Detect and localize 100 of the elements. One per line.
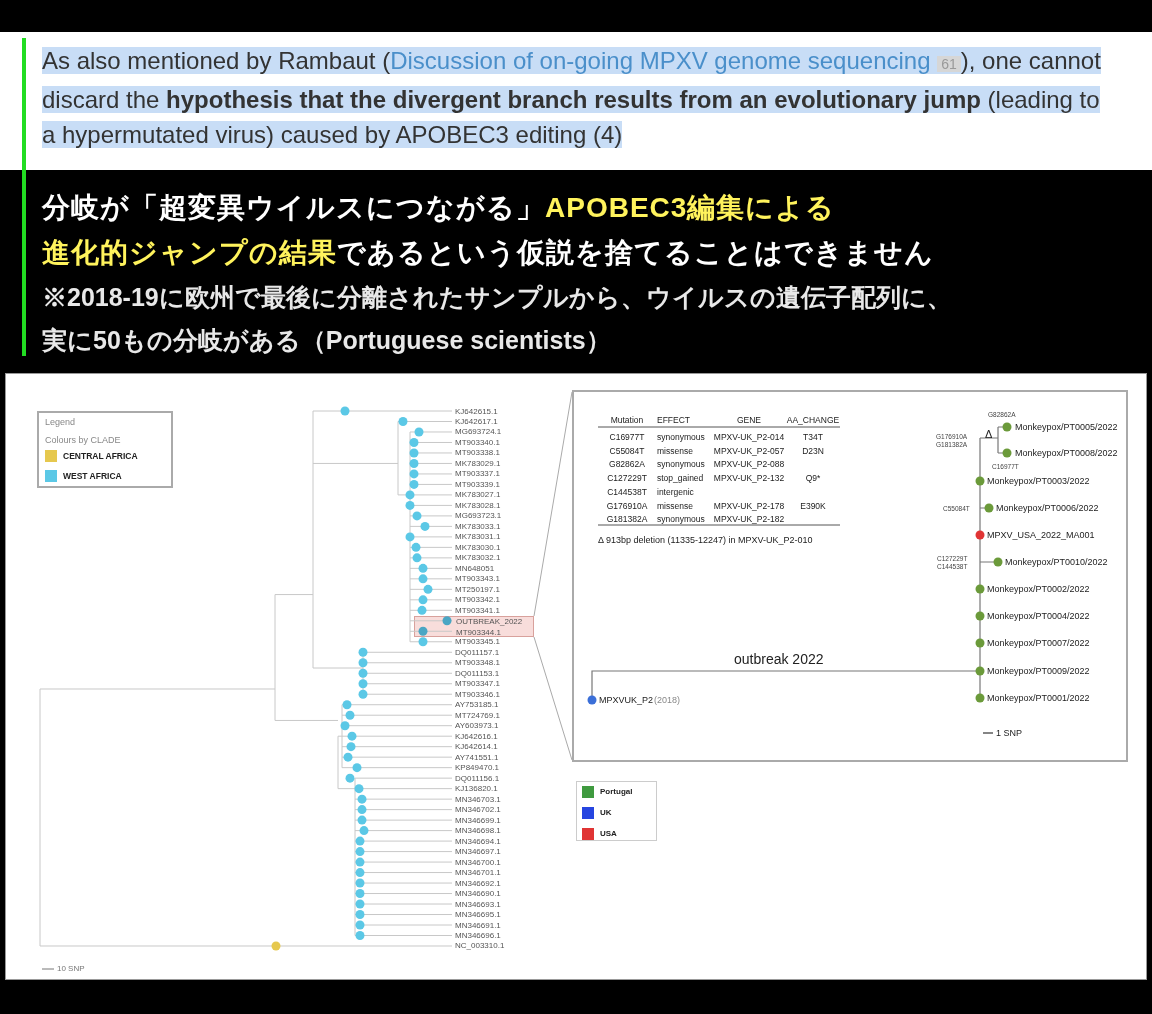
leaf-label: MK783027.1: [455, 490, 501, 500]
table-cell-text: C55084T: [608, 445, 646, 457]
sample-label: Monkeypox/PT0008/2022: [1015, 447, 1118, 460]
leaf-label: MT903345.1: [455, 637, 500, 647]
leaf-label: MK783033.1: [455, 521, 501, 531]
leaf-label: MN346703.1: [455, 794, 501, 804]
leaf-label: MK783030.1: [455, 542, 501, 552]
leaf-label: AY753185.1: [455, 700, 499, 710]
leaf-label: MT903347.1: [455, 679, 500, 689]
deletion-symbol: Δ: [985, 427, 993, 442]
leaf-label: MN346694.1: [455, 836, 501, 846]
leaf-label: MK783028.1: [455, 500, 501, 510]
table-cell-text: C16977T: [608, 432, 646, 443]
year-label: (2018): [654, 694, 680, 707]
legend-label: Portugal: [600, 786, 633, 798]
leaf-label: DQ011153.1: [455, 668, 500, 678]
table-cell-text: C144538T: [606, 486, 648, 498]
leaf-label: MK783031.1: [455, 532, 501, 542]
leaf-label: MT903337.1: [455, 469, 500, 479]
leaf-label: MN346690.1: [455, 889, 501, 899]
leaf-label: MN346691.1: [455, 920, 501, 930]
table-cell-text: E390K: [799, 500, 827, 512]
leaf-label: OUTBREAK_2022: [456, 617, 523, 627]
table-cell: MPXV-UK_P2-132: [712, 473, 786, 485]
table-cell-text: G176910A: [605, 500, 649, 512]
leaf-label: MT903346.1: [455, 689, 500, 699]
scale-label: 1 SNP: [996, 727, 1022, 740]
zoom-line: [533, 636, 573, 761]
leaf-label: MT903339.1: [455, 479, 500, 489]
sample-label: Monkeypox/PT0006/2022: [996, 502, 1099, 515]
column-header: AA_CHANGE: [786, 415, 840, 426]
leaf-label: KJ642614.1: [455, 742, 498, 752]
leaf-label: MN346692.1: [455, 878, 501, 888]
legend-label: USA: [600, 828, 617, 840]
sample-label: Monkeypox/PT0007/2022: [987, 637, 1090, 650]
table-cell-text: G82862A: [608, 459, 646, 471]
leaf-label: MT903343.1: [455, 574, 500, 584]
leaf-label: MN346700.1: [455, 857, 501, 867]
leaf-label: MN346698.1: [455, 826, 501, 836]
sample-label: Monkeypox/PT0003/2022: [987, 475, 1090, 488]
zoom-line: [533, 391, 573, 617]
table-cell-text: D23N: [801, 445, 825, 457]
branch-label: outbreak 2022: [734, 650, 824, 669]
leaf-label: AY603973.1: [455, 721, 499, 731]
table-cell: MPXV-UK_P2-178: [712, 500, 786, 512]
leaf-label: MN346701.1: [455, 868, 501, 878]
column-header: GENE: [735, 415, 763, 426]
table-cell: MPXV-UK_P2-182: [712, 514, 786, 526]
leaf-label: MT903341.1: [455, 605, 500, 615]
link: Discussion of on-going MPXV genome sequencing: [390, 47, 931, 74]
leaf-label: MN346696.1: [455, 931, 501, 940]
inset-panel: [572, 390, 1128, 762]
column-header: EFFECT: [657, 415, 692, 426]
note-text: ※2018-19に欧州で最後に分離されたサンプルから、ウイルスの遺伝子配列に、 実に50もの分岐がある（Portuguese scientists）: [42, 282, 953, 356]
leaf-label: DQ011156.1: [455, 773, 500, 783]
leaf-label: DQ011157.1: [455, 647, 500, 657]
leaf-label: AY741551.1: [455, 752, 499, 762]
leaf-label: MN346702.1: [455, 805, 501, 815]
table-cell-text: T34T: [802, 432, 824, 443]
leaf-label: MG693723.1: [455, 511, 502, 521]
leaf-label: MN346693.1: [455, 899, 501, 909]
leaf-label: MK783032.1: [455, 553, 501, 563]
legend-label: WEST AFRICA: [63, 470, 122, 483]
leaf-label: MT903348.1: [455, 658, 500, 668]
legend-label: UK: [600, 807, 612, 819]
leaf-label: MN648051: [455, 563, 495, 573]
heading-text: 分岐が「超変異ウイルスにつながる」APOBEC3編集による 進化的ジャンプの結果であるという仮説を捨てることはできません: [42, 191, 935, 270]
leaf-label: MK783029.1: [455, 458, 501, 468]
leaf-label: MT250197.1: [455, 584, 500, 594]
sample-label: Monkeypox/PT0005/2022: [1015, 421, 1118, 434]
highlight-box: [414, 616, 534, 637]
scale-label: 10 SNP: [57, 963, 85, 975]
leaf-label: MG693724.1: [455, 427, 502, 437]
leaf-label: KP849470.1: [455, 763, 500, 773]
table-cell-text: C127229T: [606, 473, 648, 485]
leaf-label: MT903344.1: [456, 627, 501, 637]
sample-label: Monkeypox/PT0009/2022: [987, 665, 1090, 678]
sample-label: Monkeypox/PT0001/2022: [987, 692, 1090, 705]
leaf-label: KJ642615.1: [455, 406, 498, 416]
leaf-label: MT724769.1: [455, 710, 500, 720]
table-cell-text: G181382A: [605, 514, 649, 526]
sample-label: Monkeypox/PT0002/2022: [987, 583, 1090, 596]
leaf-label: MT903338.1: [455, 448, 500, 458]
column-header: Mutation: [609, 415, 645, 426]
leaf-label: MT903340.1: [455, 437, 500, 447]
legend-label: CENTRAL AFRICA: [63, 450, 138, 463]
table-cell-text: intergenic: [657, 486, 695, 498]
sample-label: Monkeypox/PT0004/2022: [987, 610, 1090, 623]
table-cell-text: Q9*: [804, 473, 822, 485]
leaf-label: NC_003310.1: [455, 941, 505, 951]
table-cell: MPXV-UK_P2-088: [712, 459, 786, 471]
sample-label: MPXV_USA_2022_MA001: [987, 529, 1095, 542]
table-cell: MPXV-UK_P2-057: [712, 445, 786, 457]
leaf-label: MN346697.1: [455, 847, 501, 857]
leaf-label: KJ136820.1: [455, 784, 498, 794]
sample-label: MPXVUK_P2: [599, 694, 654, 707]
leaf-label: MN346695.1: [455, 910, 501, 919]
legend-subtitle: Colours by CLADE: [45, 434, 121, 447]
sample-label: Monkeypox/PT0010/2022: [1005, 556, 1108, 569]
leaf-label: KJ642617.1: [455, 417, 498, 426]
